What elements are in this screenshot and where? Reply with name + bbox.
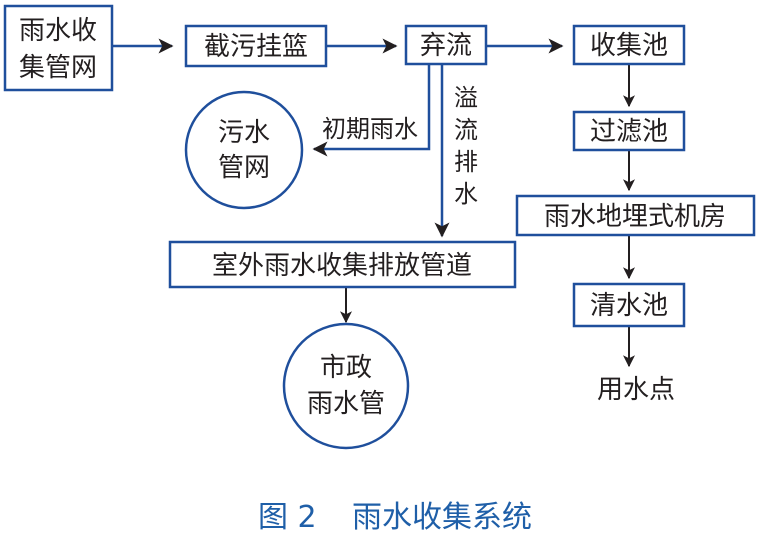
- node-municipal-pipe: 市政 雨水管: [282, 322, 410, 450]
- node-collect-network-line2: 集管网: [19, 53, 97, 83]
- node-use-point: 用水点: [597, 375, 675, 405]
- node-collection-tank-label: 收集池: [590, 31, 668, 61]
- node-outdoor-pipe: 室外雨水收集排放管道: [168, 240, 517, 289]
- node-interception-basket-label: 截污挂篮: [204, 32, 308, 62]
- figure-number: 图 2: [258, 500, 317, 535]
- node-sewage-network: 污水 管网: [184, 90, 304, 210]
- node-clean-tank-label: 清水池: [590, 291, 668, 321]
- figure-caption: 图 2 雨水收集系统: [258, 500, 532, 535]
- node-machine-room: 雨水地埋式机房: [515, 194, 756, 237]
- node-discard-flow: 弃流: [404, 24, 488, 66]
- node-collection-tank: 收集池: [572, 24, 686, 66]
- node-filter-tank: 过滤池: [572, 110, 686, 152]
- edge-label-initial-rain: 初期雨水: [322, 115, 418, 143]
- node-municipal-pipe-line1: 市政: [320, 353, 372, 383]
- node-machine-room-label: 雨水地埋式机房: [544, 202, 726, 232]
- node-clean-tank: 清水池: [572, 282, 686, 328]
- node-interception-basket: 截污挂篮: [184, 24, 328, 68]
- edge-label-overflow-char-1: 溢: [454, 84, 478, 112]
- edge-label-overflow-char-3: 排: [454, 148, 478, 176]
- edge-label-overflow-char-2: 流: [454, 116, 478, 144]
- node-discard-flow-label: 弃流: [420, 31, 472, 61]
- node-collect-network: 雨水收 集管网: [3, 4, 114, 92]
- node-municipal-pipe-line2: 雨水管: [307, 389, 385, 419]
- node-filter-tank-label: 过滤池: [590, 117, 668, 147]
- node-sewage-network-line2: 管网: [218, 153, 270, 183]
- figure-title: 雨水收集系统: [352, 500, 532, 535]
- node-collect-network-line1: 雨水收: [19, 16, 97, 46]
- node-outdoor-pipe-label: 室外雨水收集排放管道: [212, 251, 472, 281]
- edge-label-overflow: 溢 流 排 水: [454, 84, 478, 208]
- edge-label-overflow-char-4: 水: [454, 180, 478, 208]
- edge-discard-to-sewage: [312, 64, 431, 157]
- node-sewage-network-line1: 污水: [218, 118, 270, 148]
